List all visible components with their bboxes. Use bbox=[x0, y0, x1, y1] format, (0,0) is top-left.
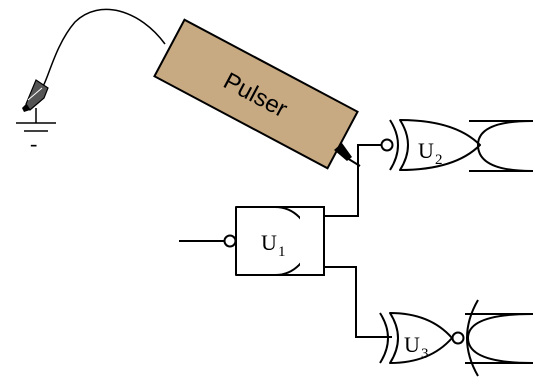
pulser-box: Pulser bbox=[153, 18, 359, 170]
u1-inversion-bubble bbox=[223, 234, 237, 248]
gate-u2: U 2 bbox=[380, 119, 533, 172]
u2-label: U bbox=[418, 138, 434, 163]
u3-label-subscript: 3 bbox=[421, 346, 429, 362]
u1-label: U bbox=[261, 230, 277, 255]
u1-label-subscript: 1 bbox=[278, 244, 286, 260]
wire-u1-to-u3 bbox=[323, 266, 392, 338]
gate-u3: U 3 bbox=[379, 299, 533, 377]
ground-symbol bbox=[16, 108, 56, 132]
u2-label-subscript: 2 bbox=[435, 152, 443, 168]
alligator-clip-icon bbox=[22, 79, 49, 112]
ground-minus-label: - bbox=[30, 131, 37, 156]
u3-label: U bbox=[404, 332, 420, 357]
wire-u3-outputs bbox=[465, 313, 533, 364]
u3-inversion-bubble bbox=[451, 331, 465, 345]
probe-cable bbox=[41, 8, 166, 89]
pulser-body bbox=[153, 18, 359, 170]
gate-u1: U 1 bbox=[223, 206, 325, 276]
wire-u1-to-u2 bbox=[323, 144, 382, 217]
u2-inversion-bubble bbox=[380, 138, 394, 152]
